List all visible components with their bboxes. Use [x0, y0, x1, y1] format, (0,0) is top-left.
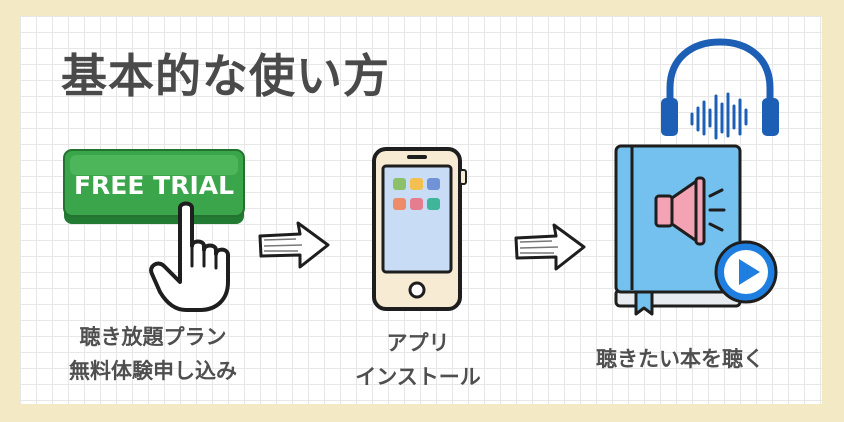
step-2-line-1: アプリ: [386, 331, 450, 355]
smartphone-icon: [372, 147, 467, 311]
step-1-label: 聴き放題プラン 無料体験申し込み: [43, 320, 263, 388]
pointer-hand-icon: [149, 201, 230, 312]
play-icon: [714, 240, 778, 304]
step-2-label: アプリ インストール: [318, 326, 518, 394]
page-title: 基本的な使い方: [61, 49, 390, 103]
free-trial-button-icon: FREE TRIAL: [63, 149, 245, 224]
step-1-line-1: 聴き放題プラン: [79, 325, 227, 349]
audiobook-icon: [614, 144, 778, 316]
free-trial-button-label: FREE TRIAL: [74, 171, 234, 200]
arrow-right-icon: [514, 223, 586, 271]
step-3-label: 聴きたい本を聴く: [560, 342, 800, 376]
arrow-right-icon: [258, 221, 330, 269]
step-1-line-2: 無料体験申し込み: [69, 359, 237, 383]
megaphone-icon: [654, 176, 726, 246]
headphones-icon: [661, 38, 779, 140]
step-2-line-2: インストール: [355, 365, 481, 389]
step-3-line-1: 聴きたい本を聴く: [596, 347, 764, 371]
